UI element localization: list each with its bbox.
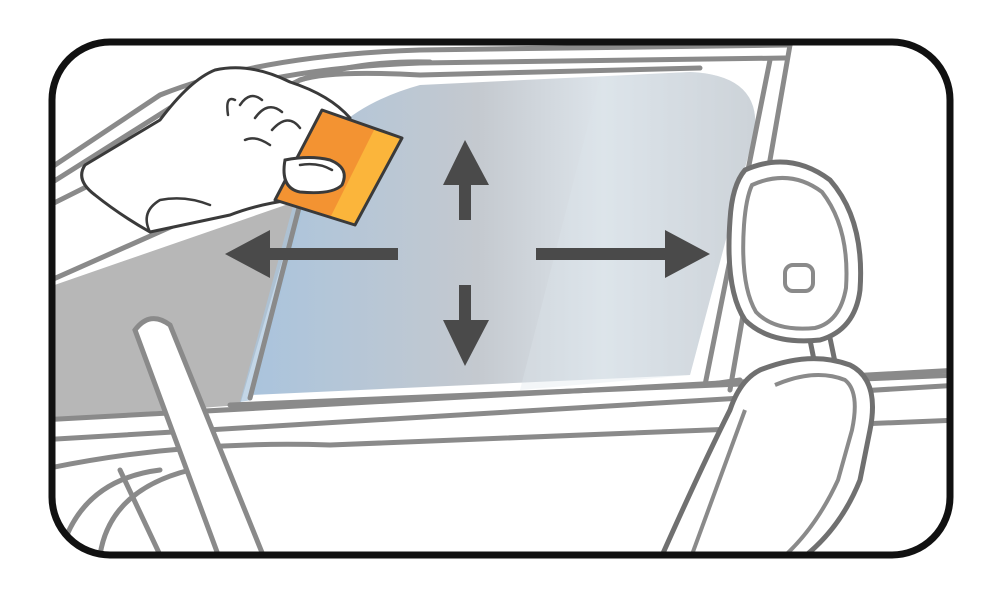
squeegee-blade xyxy=(330,128,402,225)
arrow-left-icon xyxy=(225,230,398,278)
seatbelt-strap xyxy=(132,316,269,555)
arrow-right-icon xyxy=(536,230,710,278)
seat xyxy=(657,159,875,555)
direction-arrows xyxy=(225,140,710,366)
hand-with-squeegee xyxy=(80,66,404,234)
seat-back xyxy=(657,356,875,555)
scene-content xyxy=(52,42,950,555)
arrow-up-icon xyxy=(443,140,489,220)
illustration-frame xyxy=(48,38,954,559)
glass-highlight-strip xyxy=(520,72,756,390)
headrest-icon xyxy=(726,159,864,344)
arrow-down-icon xyxy=(443,285,489,366)
headrest-button xyxy=(783,263,815,293)
